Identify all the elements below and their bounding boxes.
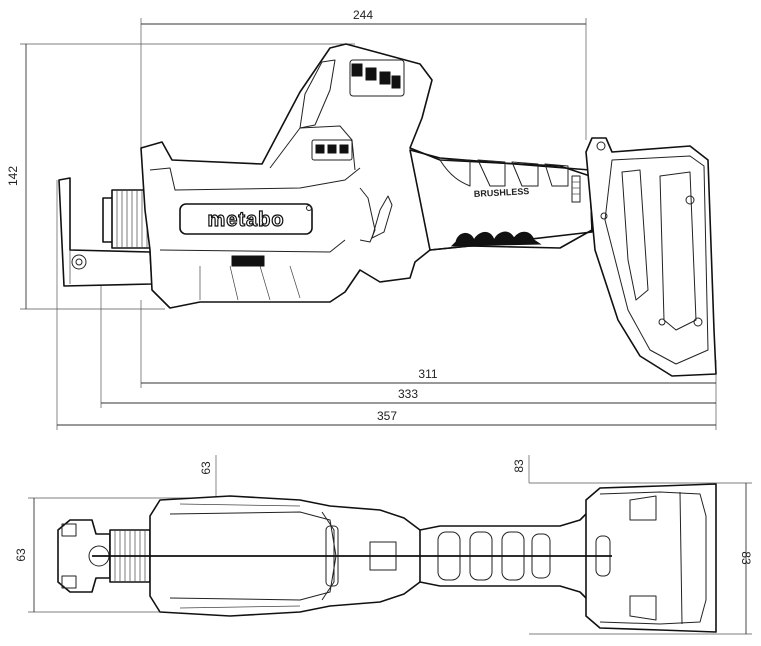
- dimension-244-label: 244: [353, 8, 373, 22]
- dimension-83-top: 83: [512, 455, 530, 483]
- brushless-label: BRUSHLESS: [474, 186, 530, 199]
- brand-logo-text: metabo: [207, 209, 284, 231]
- dimension-311-label: 311: [418, 367, 437, 381]
- battery-pack: [585, 137, 717, 377]
- dimension-83-right: 83: [529, 482, 753, 635]
- top-view: 63 83 63 83: [14, 455, 753, 635]
- top-vent: [311, 59, 405, 161]
- dimension-244: 244: [140, 8, 587, 150]
- dimension-83-top-label: 83: [512, 459, 526, 473]
- dimension-333-label: 333: [398, 387, 418, 401]
- motor-housing: [140, 43, 593, 309]
- dimension-63-top-label: 63: [199, 461, 213, 475]
- side-view: 244 142 311 333 357: [6, 8, 717, 430]
- battery-top: [585, 483, 717, 633]
- dimension-63-left-label: 63: [14, 548, 28, 562]
- dimension-142-label: 142: [6, 166, 20, 186]
- dimension-83-right-label: 83: [739, 551, 753, 565]
- dimension-357: 357: [56, 180, 716, 430]
- dimension-357-label: 357: [377, 409, 397, 423]
- handle-grip: BRUSHLESS: [409, 149, 593, 251]
- dimension-63-top: 63: [199, 455, 217, 498]
- dimension-333: 333: [100, 265, 716, 408]
- dimension-311: 311: [140, 300, 717, 430]
- brand-badge: metabo: [179, 203, 313, 267]
